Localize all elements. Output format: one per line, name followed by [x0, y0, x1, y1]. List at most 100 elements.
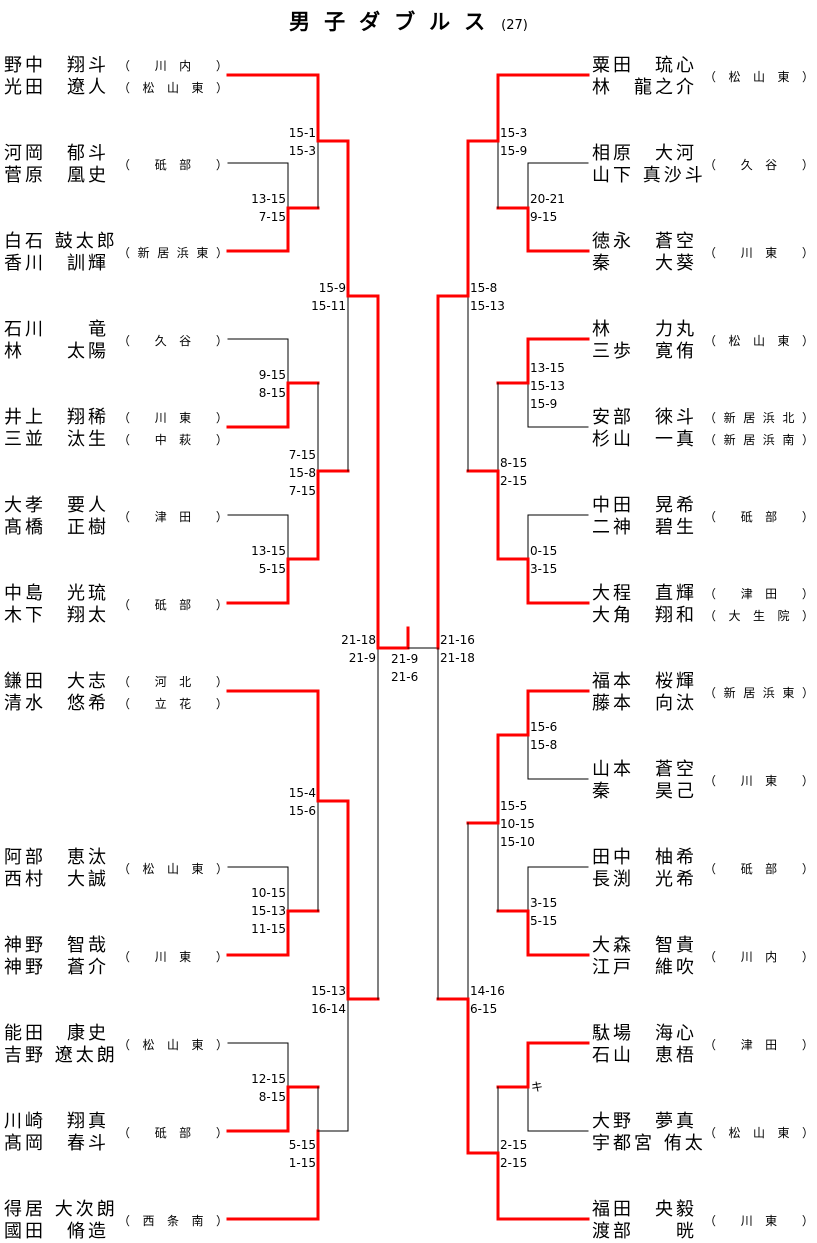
player-name: 能田 康史 — [4, 1023, 109, 1044]
school-name: （久谷） — [118, 334, 228, 348]
match-score: 15-5 — [500, 799, 528, 813]
school-name: （川東） — [704, 1214, 814, 1228]
match-score: 15-3 — [288, 144, 316, 158]
match-score: 15-13 — [470, 299, 505, 313]
match-score: 12-15 — [251, 1072, 286, 1086]
match-score: 21-16 — [440, 633, 475, 647]
school-name: （松山東） — [704, 70, 814, 84]
player-name: 野中 翔斗 — [4, 55, 109, 76]
match-score: キ — [531, 1080, 544, 1094]
player-name: 田中 柚希 — [592, 847, 697, 868]
match-score: 15-9 — [530, 397, 558, 411]
school-name: （新居浜南） — [704, 433, 814, 447]
school-name: （砥部） — [704, 862, 814, 876]
match-score: 7-15 — [288, 484, 316, 498]
player-name: 大野 夢真 — [592, 1111, 697, 1132]
player-name: 得居 大次朗 — [4, 1199, 118, 1220]
match-score: 13-15 — [251, 544, 286, 558]
player-name: 秦 昊己 — [592, 781, 697, 802]
final-score: 21-6 — [391, 670, 419, 684]
school-name: （新居浜東） — [118, 246, 228, 260]
match-score: 5-15 — [258, 562, 286, 576]
player-name: 山本 蒼空 — [592, 759, 697, 780]
match-score: 10-15 — [251, 886, 286, 900]
school-name: （砥部） — [118, 598, 228, 612]
match-score: 15-8 — [470, 281, 498, 295]
player-name: 徳永 蒼空 — [592, 231, 697, 252]
match-score: 2-15 — [500, 1138, 528, 1152]
match-score: 21-18 — [440, 651, 475, 665]
match-score: 7-15 — [288, 448, 316, 462]
player-name: 菅原 凰史 — [4, 165, 109, 186]
school-name: （河北） — [118, 675, 228, 689]
player-name: 宇都宮 侑太 — [592, 1133, 706, 1154]
player-name: 藤本 向汰 — [592, 693, 697, 714]
school-name: （新居浜東） — [704, 686, 814, 700]
player-name: 福本 桜輝 — [592, 671, 697, 692]
player-name: 駄場 海心 — [592, 1023, 697, 1044]
school-name: （川東） — [704, 774, 814, 788]
player-name: 林 太陽 — [4, 341, 109, 362]
player-name: 清水 悠希 — [4, 693, 109, 714]
school-name: （新居浜北） — [704, 411, 814, 425]
player-name: 山下 真沙斗 — [592, 165, 706, 186]
match-score: 15-9 — [500, 144, 528, 158]
match-score: 15-4 — [288, 786, 316, 800]
school-name: （久谷） — [704, 158, 814, 172]
match-score: 10-15 — [500, 817, 535, 831]
match-score: 8-15 — [500, 456, 528, 470]
player-name: 林 龍之介 — [592, 77, 697, 98]
page-title: 男子ダブルス(27) — [0, 6, 817, 36]
player-name: 江戸 維吹 — [592, 957, 697, 978]
school-name: （松山東） — [118, 81, 228, 95]
match-score: 3-15 — [530, 562, 558, 576]
match-score: 15-10 — [500, 835, 535, 849]
player-name: 鎌田 大志 — [4, 671, 109, 692]
final-score: 21-9 — [391, 652, 419, 666]
player-name: 石川 竜 — [4, 319, 109, 340]
player-name: 阿部 恵汰 — [4, 847, 109, 868]
school-name: （津田） — [704, 1038, 814, 1052]
school-name: （立花） — [118, 697, 228, 711]
school-name: （津田） — [118, 510, 228, 524]
player-name: 白石 鼓太郎 — [4, 231, 118, 252]
match-score: 15-13 — [530, 379, 565, 393]
match-score: 9-15 — [258, 368, 286, 382]
player-name: 三歩 寛侑 — [592, 341, 697, 362]
match-score: 15-13 — [311, 984, 346, 998]
school-name: （川東） — [118, 950, 228, 964]
player-name: 杉山 一真 — [592, 429, 697, 450]
school-name: （川東） — [704, 246, 814, 260]
player-name: 井上 翔稀 — [4, 407, 109, 428]
player-name: 西村 大誠 — [4, 869, 109, 890]
match-score: 3-15 — [530, 896, 558, 910]
school-name: （砥部） — [704, 510, 814, 524]
player-name: 神野 智哉 — [4, 935, 109, 956]
match-score: 15-8 — [530, 738, 558, 752]
player-name: 二神 碧生 — [592, 517, 697, 538]
player-name: 石山 恵梧 — [592, 1045, 697, 1066]
player-name: 中島 光琉 — [4, 583, 109, 604]
school-name: （大生院） — [704, 609, 814, 623]
player-name: 安部 徠斗 — [592, 407, 697, 428]
school-name: （松山東） — [118, 862, 228, 876]
player-name: 三並 汰生 — [4, 429, 109, 450]
player-name: 香川 訓輝 — [4, 253, 109, 274]
match-score: 2-15 — [500, 474, 528, 488]
match-score: 8-15 — [258, 386, 286, 400]
player-name: 吉野 遼太朗 — [4, 1045, 118, 1066]
title-text: 男子ダブルス — [289, 10, 500, 34]
player-name: 神野 蒼介 — [4, 957, 109, 978]
player-name: 國田 脩造 — [4, 1221, 109, 1242]
player-name: 川崎 翔真 — [4, 1111, 109, 1132]
player-name: 河岡 郁斗 — [4, 143, 109, 164]
match-score: 0-15 — [530, 544, 558, 558]
match-score: 21-18 — [341, 633, 376, 647]
match-score: 15-6 — [288, 804, 316, 818]
match-score: 5-15 — [288, 1138, 316, 1152]
match-score: 13-15 — [530, 361, 565, 375]
player-name: 渡部 晄 — [592, 1221, 697, 1242]
match-score: 15-3 — [500, 126, 528, 140]
player-name: 光田 遼人 — [4, 77, 109, 98]
player-name: 大孝 要人 — [4, 495, 109, 516]
